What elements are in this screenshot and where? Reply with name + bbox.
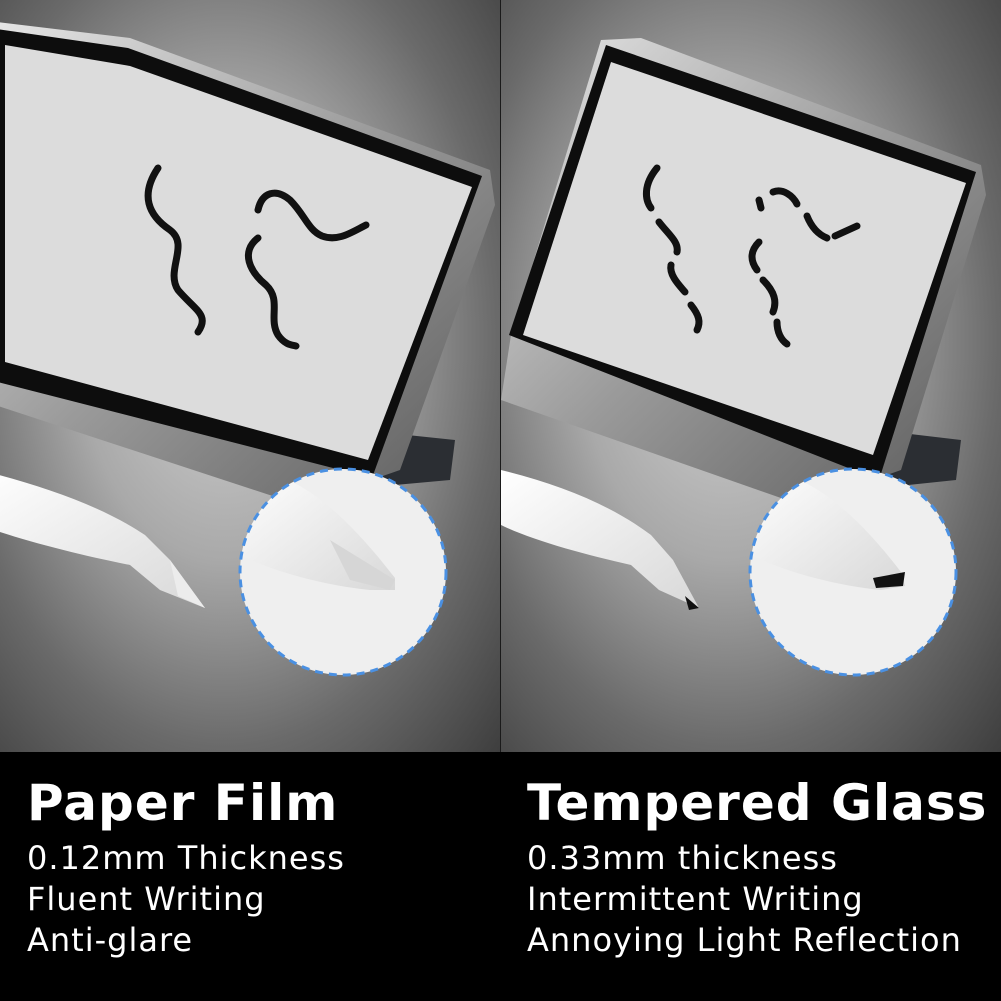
panel-divider [500,0,501,752]
tempered-glass-feature-thickness: 0.33mm thickness [527,839,838,877]
tempered-glass-panel [501,0,1001,752]
stylus-icon [501,470,699,608]
tempered-glass-feature-reflection: Annoying Light Reflection [527,921,962,959]
tempered-glass-illustration [501,38,986,677]
magnifier-loupe-icon [748,467,958,677]
tablet-screen [523,62,966,455]
magnifier-loupe-icon [238,467,448,677]
tempered-glass-caption: Tempered Glass 0.33mm thickness Intermit… [527,774,987,961]
broken-handwriting-strokes-icon [643,164,861,348]
stylus-icon [0,475,205,608]
handwriting-strokes-icon [144,164,370,350]
paper-film-illustration [0,22,495,677]
comparison-captions: Paper Film 0.12mm Thickness Fluent Writi… [0,752,1001,1001]
paper-film-feature-glare: Anti-glare [27,921,194,959]
tempered-glass-feature-writing: Intermittent Writing [527,880,864,918]
paper-film-feature-writing: Fluent Writing [27,880,266,918]
tempered-glass-title: Tempered Glass [527,774,988,832]
paper-film-title: Paper Film [27,774,339,832]
tablet-screen [5,45,472,460]
paper-film-caption: Paper Film 0.12mm Thickness Fluent Writi… [27,774,345,961]
paper-film-feature-thickness: 0.12mm Thickness [27,839,345,877]
paper-film-panel [0,0,500,752]
